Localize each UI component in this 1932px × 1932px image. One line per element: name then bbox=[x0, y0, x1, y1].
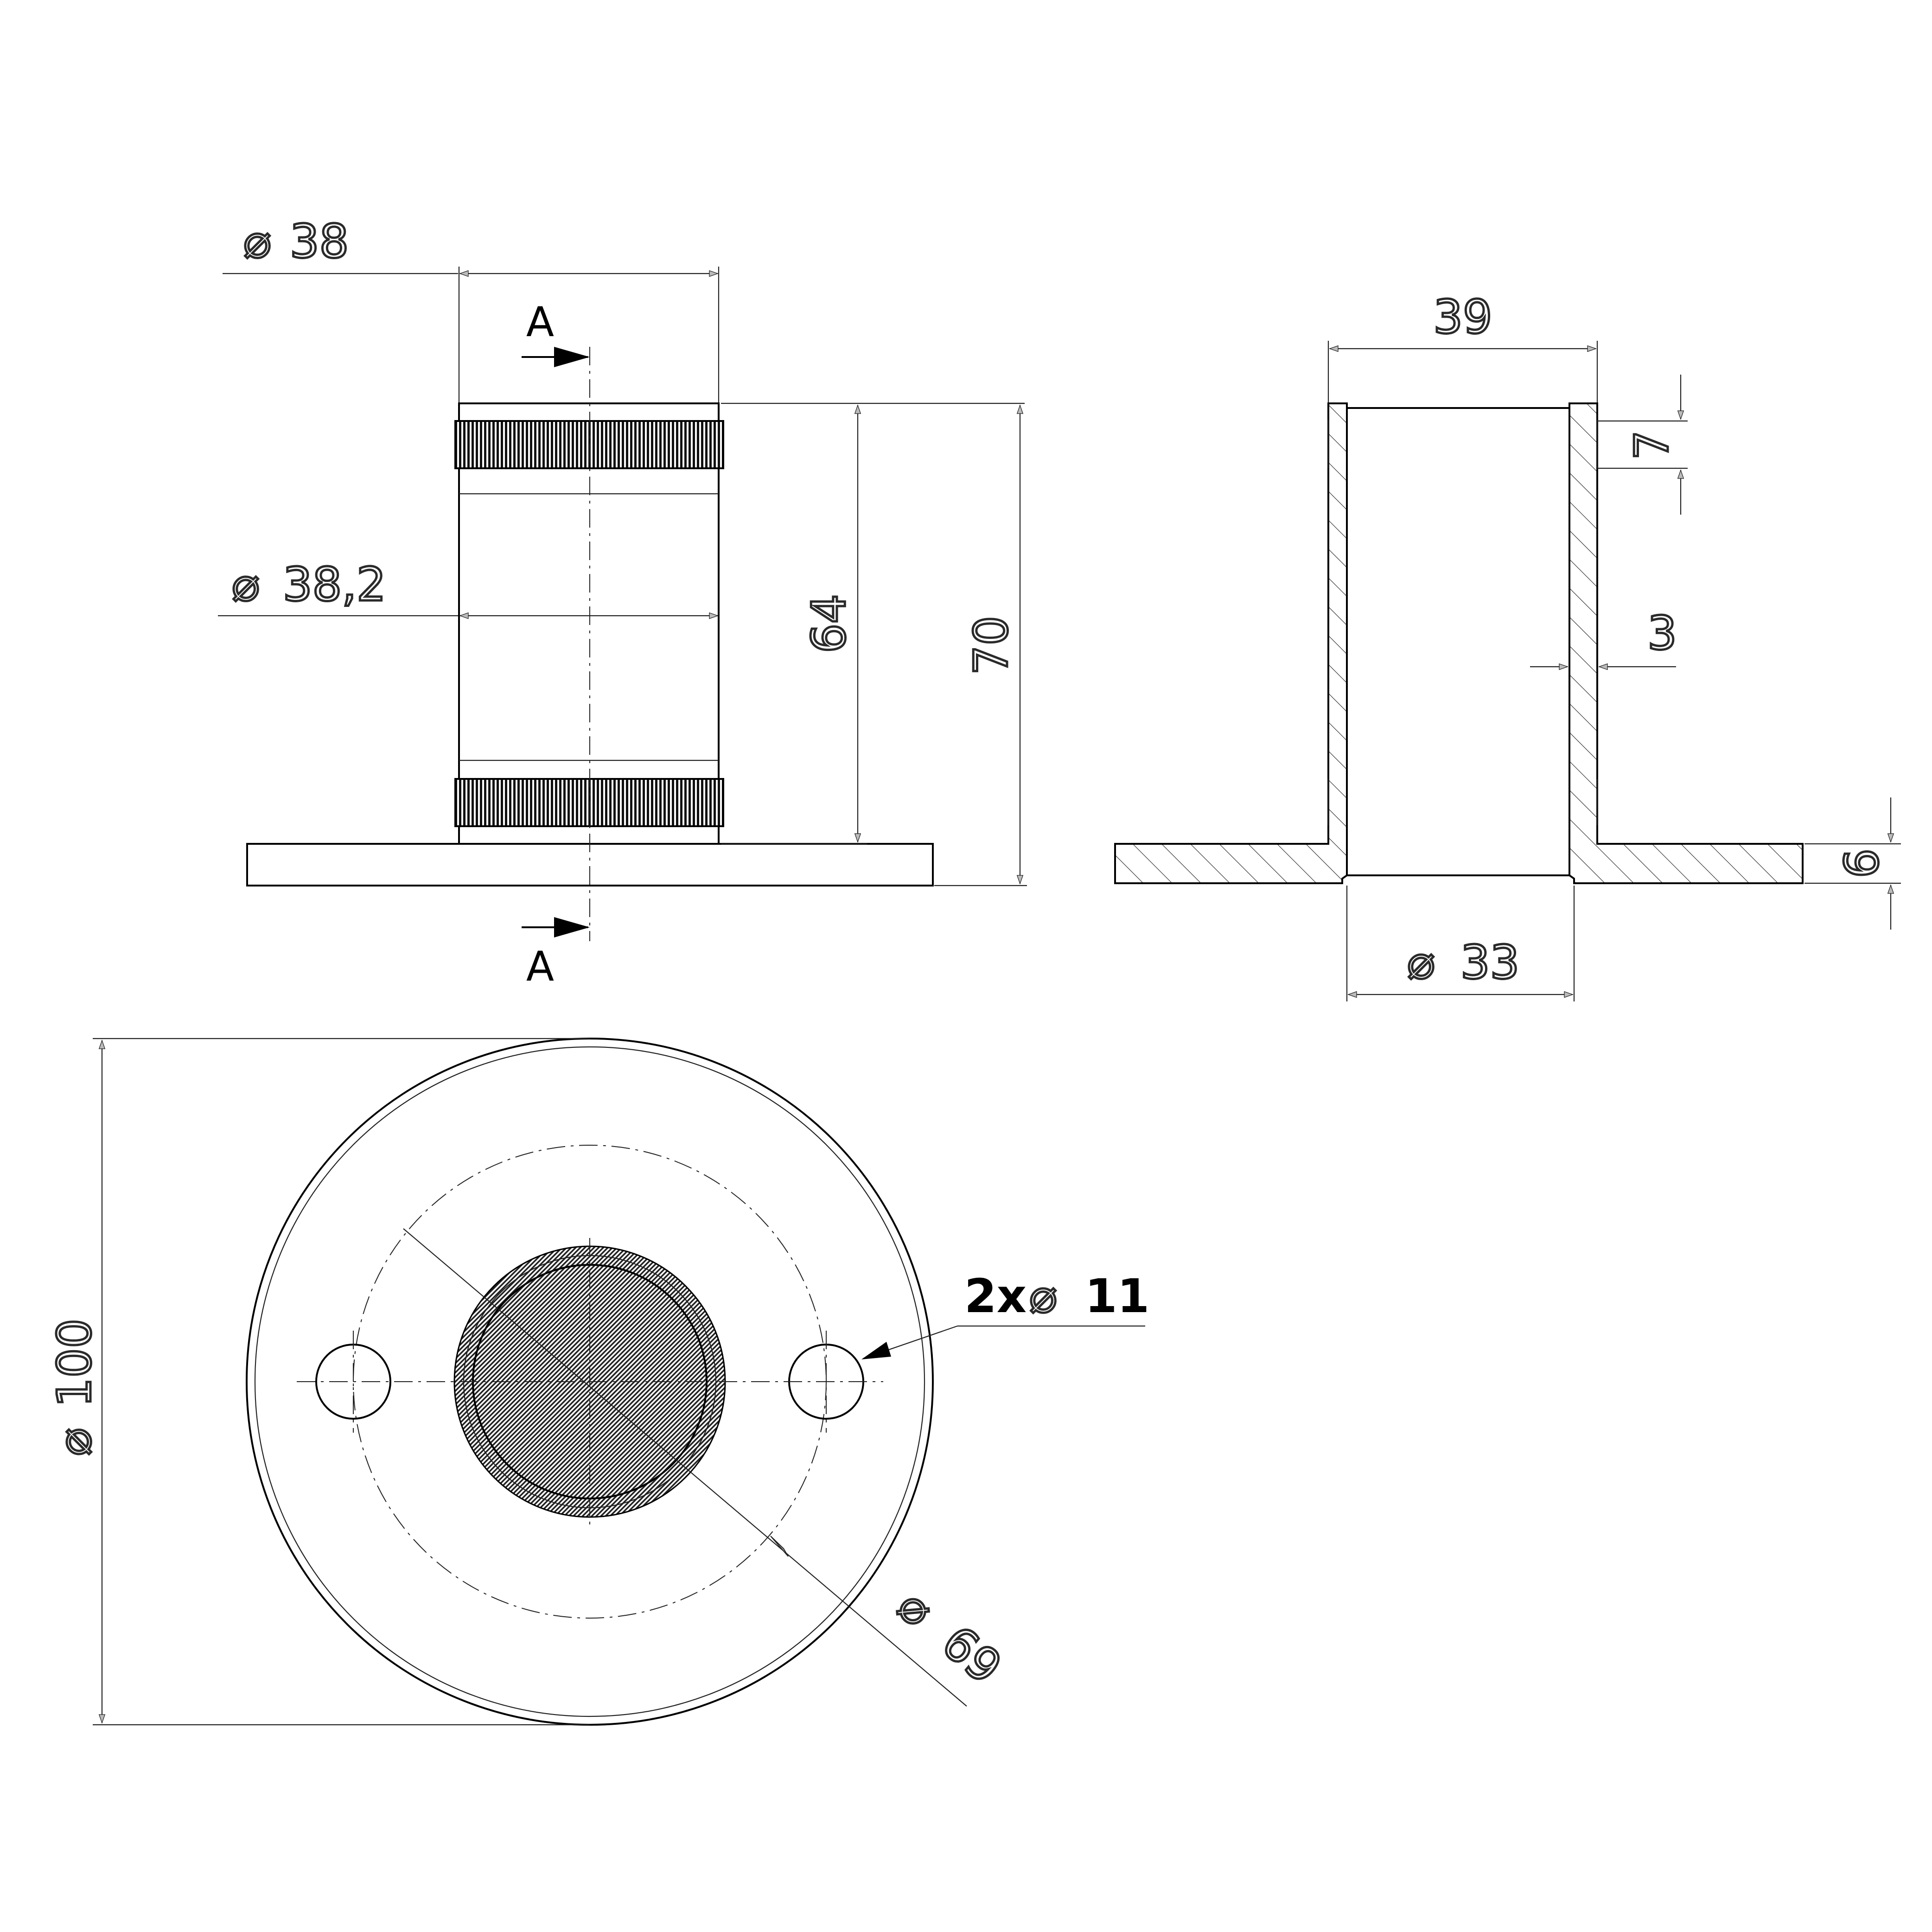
dim-label-38: 38 bbox=[290, 214, 349, 268]
dim-diameter-38: ⌀ 38 bbox=[223, 213, 720, 402]
section-arrow-bottom: A bbox=[522, 917, 590, 990]
dim-label-33: 33 bbox=[1460, 935, 1519, 989]
dim-diameter-38-2: ⌀ 38,2 bbox=[218, 556, 719, 619]
dim-height-64: 64 bbox=[721, 402, 1025, 845]
dim-bore-33: ⌀ 33 bbox=[1346, 886, 1575, 1001]
dim-label-70: 70 bbox=[964, 616, 1018, 675]
diameter-symbol: ⌀ bbox=[1029, 1269, 1057, 1323]
dim-height-70: 70 bbox=[934, 404, 1027, 886]
dim-label-39: 39 bbox=[1433, 290, 1492, 344]
section-wall-left bbox=[1114, 402, 1348, 884]
section-view: 39 7 3 6 ⌀ 33 bbox=[1114, 289, 1901, 1001]
section-arrow-top: A bbox=[522, 298, 590, 367]
tube-body bbox=[458, 402, 720, 845]
dim-label-38-2: 38,2 bbox=[283, 557, 386, 612]
diameter-symbol: ⌀ bbox=[1407, 935, 1435, 989]
dim-label-3: 3 bbox=[1647, 606, 1677, 660]
front-view: A A ⌀ 38 ⌀ 38,2 64 bbox=[218, 213, 1027, 990]
diameter-symbol: ⌀ bbox=[232, 557, 260, 612]
tube-top-cap bbox=[458, 402, 720, 422]
dim-label-6: 6 bbox=[1835, 848, 1889, 878]
section-wall-right bbox=[1569, 402, 1804, 884]
hole-callout-diameter: 11 bbox=[1085, 1269, 1149, 1323]
dim-label-100: 100 bbox=[47, 1319, 102, 1407]
dim-wall-3: 3 bbox=[1530, 605, 1678, 670]
diameter-symbol: ⌀ bbox=[47, 1428, 102, 1456]
dim-holes-11: 2x ⌀ 11 bbox=[861, 1268, 1149, 1359]
section-label-top: A bbox=[526, 298, 554, 346]
hole-callout-count: 2x bbox=[964, 1269, 1027, 1323]
dim-width-39: 39 bbox=[1327, 289, 1598, 402]
diameter-symbol: ⌀ bbox=[243, 214, 271, 268]
diameter-symbol: ⌀ bbox=[888, 1578, 944, 1638]
top-view: ⌀ 100 2x ⌀ 11 ⌀ 69 bbox=[46, 1038, 1149, 1726]
dim-depth-7: 7 bbox=[1597, 375, 1688, 515]
dim-label-64: 64 bbox=[802, 594, 856, 653]
dim-flange-100: ⌀ 100 bbox=[46, 1038, 590, 1726]
dim-label-69: 69 bbox=[932, 1615, 1012, 1695]
dim-plate-6: 6 bbox=[1804, 797, 1901, 930]
section-label-bottom: A bbox=[526, 943, 554, 990]
dim-label-7: 7 bbox=[1625, 430, 1679, 460]
